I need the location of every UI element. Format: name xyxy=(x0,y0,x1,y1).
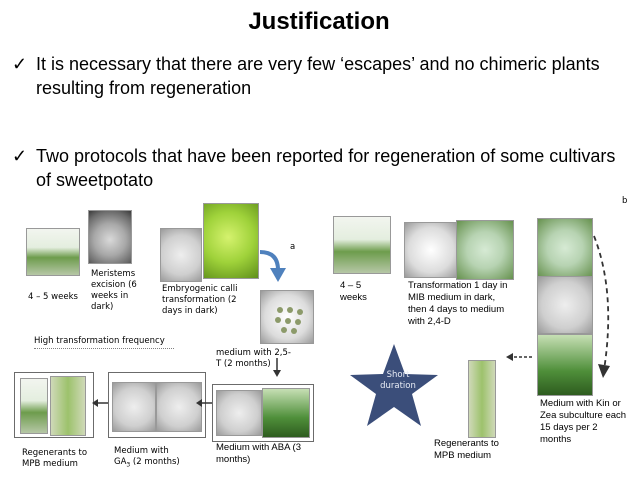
ga3-caption: Medium with GA3 (2 months) xyxy=(114,446,204,471)
embryogenic-caption: Embryogenic calli transformation (2 days… xyxy=(162,284,254,317)
bullet-item: ✓ Two protocols that have been reported … xyxy=(12,144,627,194)
check-icon: ✓ xyxy=(12,144,27,168)
regenerant-tube-photo xyxy=(50,376,86,436)
aba-plants-photo xyxy=(262,388,310,438)
kin-zea-photo-3 xyxy=(537,334,593,396)
mib-medium-photo xyxy=(404,222,458,278)
arrow-icon xyxy=(270,358,284,378)
regenerants-caption: Regenerants to MPB medium xyxy=(22,448,96,470)
kin-zea-caption: Medium with Kin or Zea subculture each 1… xyxy=(540,398,630,446)
arrow-icon xyxy=(258,248,288,286)
short-duration-label: Short duration xyxy=(376,370,420,392)
arrow-icon xyxy=(590,232,620,382)
ga3-caption-rest: (2 months) xyxy=(130,457,179,467)
bullet-item: ✓ It is necessary that there are very fe… xyxy=(12,52,627,102)
regenerant-photo xyxy=(20,378,48,434)
check-icon: ✓ xyxy=(12,52,27,76)
embryogenic-calli-photo xyxy=(203,203,259,279)
page-title: Justification xyxy=(0,8,638,36)
ga3-dish-photo xyxy=(112,382,156,432)
weeks-caption: 4 – 5 weeks xyxy=(340,280,390,304)
panel-b-letter: b xyxy=(622,196,627,207)
ga3-caption-line1: Medium with xyxy=(114,446,169,456)
aba-caption: Medium with ABA (3 months) xyxy=(216,442,308,466)
regenerants-caption: Regenerants to MPB medium xyxy=(434,438,514,462)
arrow-icon xyxy=(92,398,108,408)
high-frequency-label: High transformation frequency xyxy=(34,336,174,349)
calli-flask-photo xyxy=(160,228,202,282)
meristem-caption: Meristems excision (6 weeks in dark) xyxy=(91,269,147,313)
arrow-icon xyxy=(506,352,532,362)
meristem-photo xyxy=(88,210,132,264)
bullet-text: It is necessary that there are very few … xyxy=(36,52,626,100)
transformation-caption: Transformation 1 day in MIB medium in da… xyxy=(408,280,508,328)
leaf-explant-photo xyxy=(456,220,514,280)
arrow-icon xyxy=(196,398,212,408)
panel-a-letter: a xyxy=(290,242,295,253)
kin-zea-photo-2 xyxy=(537,276,593,334)
regenerant-tube-photo xyxy=(468,360,496,438)
explant-dish-photo xyxy=(260,290,314,344)
kin-zea-photo-1 xyxy=(537,218,593,278)
plant-photo xyxy=(333,216,391,274)
plant-photo xyxy=(26,228,80,276)
bullet-text: Two protocols that have been reported fo… xyxy=(36,144,626,192)
aba-flask-photo xyxy=(216,390,262,436)
weeks-caption: 4 – 5 weeks xyxy=(28,292,84,303)
ga3-caption-ga: GA xyxy=(114,457,126,467)
